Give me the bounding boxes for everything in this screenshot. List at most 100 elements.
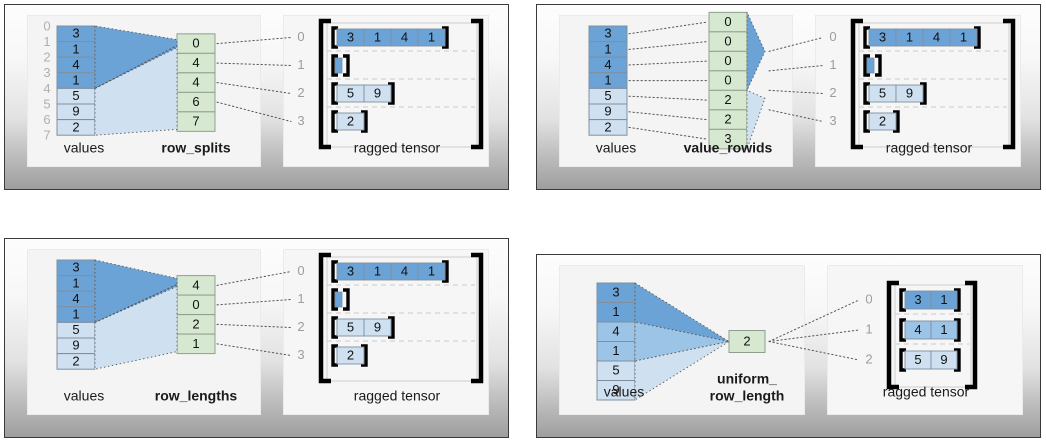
encoding-cell[interactable]: 3: [708, 128, 748, 150]
value-cell[interactable]: 4: [56, 56, 96, 74]
value-cell[interactable]: 5: [56, 321, 96, 339]
ragged-cell[interactable]: 2: [336, 346, 365, 365]
row-bracket-left: [331, 82, 338, 105]
ragged-row[interactable]: 2: [868, 112, 897, 131]
value-cell-number: 2: [72, 353, 79, 368]
value-cell[interactable]: 2: [56, 353, 96, 370]
ragged-row[interactable]: [334, 291, 343, 308]
ragged-cell[interactable]: 3: [904, 290, 932, 310]
value-cell[interactable]: 9: [56, 103, 96, 121]
ragged-cell[interactable]: 1: [895, 28, 924, 47]
encoding-cell[interactable]: 2: [728, 330, 766, 353]
encoding-cell[interactable]: 0: [176, 294, 216, 316]
value-cell[interactable]: 5: [56, 87, 96, 105]
ragged-cell[interactable]: 3: [336, 262, 365, 281]
ragged-cell[interactable]: 1: [363, 262, 392, 281]
encoding-cell[interactable]: 0: [708, 31, 748, 52]
ragged-cell[interactable]: 1: [363, 28, 392, 47]
ragged-cell[interactable]: 4: [390, 28, 419, 47]
ragged-cell[interactable]: 9: [363, 84, 392, 103]
ragged-cell[interactable]: 9: [930, 350, 958, 370]
encoding-cell[interactable]: 0: [176, 33, 216, 54]
ragged-cell[interactable]: 5: [336, 84, 365, 103]
value-cell[interactable]: 9: [588, 103, 628, 121]
encoding-cell[interactable]: 2: [176, 314, 216, 335]
ragged-cell[interactable]: 5: [868, 84, 897, 103]
ragged-cell[interactable]: 1: [930, 320, 958, 340]
ragged-cell[interactable]: 5: [336, 318, 365, 337]
ragged-cell[interactable]: 2: [868, 112, 897, 131]
row-bracket-right: [388, 82, 395, 105]
value-cell[interactable]: 1: [56, 41, 96, 58]
ragged-cell[interactable]: 2: [336, 112, 365, 131]
value-cell[interactable]: 1: [588, 41, 628, 58]
value-cell[interactable]: 2: [588, 119, 628, 136]
ragged-cell[interactable]: 5: [904, 350, 932, 370]
value-cell[interactable]: 2: [56, 119, 96, 136]
value-cell[interactable]: 1: [588, 72, 628, 89]
encoding-to-row: [768, 37, 824, 52]
ragged-cell[interactable]: 1: [949, 28, 978, 47]
row-bracket-left: [863, 82, 870, 105]
value-index-label: 3: [43, 65, 50, 80]
encoding-cell[interactable]: 2: [708, 89, 748, 111]
encoding-cell[interactable]: 1: [176, 333, 216, 355]
value-cell[interactable]: 4: [588, 56, 628, 74]
ragged-cell-number: 2: [347, 347, 354, 362]
fan-light: [94, 285, 178, 370]
value-cell[interactable]: 3: [596, 282, 636, 303]
ragged-cell[interactable]: 1: [417, 262, 446, 281]
ragged-cell[interactable]: 3: [336, 28, 365, 47]
ragged-cell[interactable]: 3: [868, 28, 897, 47]
ragged-cell[interactable]: 4: [390, 262, 419, 281]
encoding-cell[interactable]: 7: [176, 111, 216, 132]
value-cell[interactable]: 5: [596, 360, 636, 381]
value-cell[interactable]: 1: [596, 341, 636, 362]
ragged-cell[interactable]: 9: [363, 318, 392, 337]
value-cell[interactable]: 5: [588, 87, 628, 105]
value-cell[interactable]: 9: [56, 337, 96, 355]
encoding-cell[interactable]: 4: [176, 52, 216, 74]
caption-encoding-line2: row_length: [710, 388, 785, 404]
ragged-cell[interactable]: 9: [895, 84, 924, 103]
value-cell[interactable]: 1: [56, 275, 96, 292]
ragged-row[interactable]: [334, 57, 343, 74]
ragged-cell[interactable]: 1: [930, 290, 958, 310]
ragged-row[interactable]: 2: [336, 346, 365, 365]
encoding-cell[interactable]: 2: [708, 109, 748, 130]
ragged-cell[interactable]: 4: [904, 320, 932, 340]
ragged-outer-frame: [326, 256, 478, 382]
encoding-cell[interactable]: 4: [176, 72, 216, 93]
encoding-cell[interactable]: 4: [176, 275, 216, 296]
caption-values: values: [64, 388, 104, 404]
ragged-cell[interactable]: 4: [922, 28, 951, 47]
value-cell[interactable]: 4: [56, 290, 96, 308]
ragged-cell[interactable]: 1: [417, 28, 446, 47]
value-cell[interactable]: 1: [56, 306, 96, 323]
value-cell[interactable]: 1: [56, 72, 96, 89]
ragged-row[interactable]: [866, 57, 875, 74]
row-bracket-left: [899, 288, 906, 312]
encoding-cell[interactable]: 0: [708, 11, 748, 33]
ragged-row[interactable]: 2: [336, 112, 365, 131]
ragged-cell-number: 5: [914, 352, 921, 367]
encoding-cell[interactable]: 6: [176, 91, 216, 113]
value-cell[interactable]: 4: [596, 321, 636, 342]
value-cell[interactable]: 1: [596, 302, 636, 323]
encoding-cell[interactable]: 0: [708, 50, 748, 72]
value-cell[interactable]: 3: [588, 25, 628, 43]
encoding-cell[interactable]: 0: [708, 70, 748, 91]
value-cell[interactable]: 3: [56, 25, 96, 43]
value-cell[interactable]: 3: [56, 259, 96, 277]
